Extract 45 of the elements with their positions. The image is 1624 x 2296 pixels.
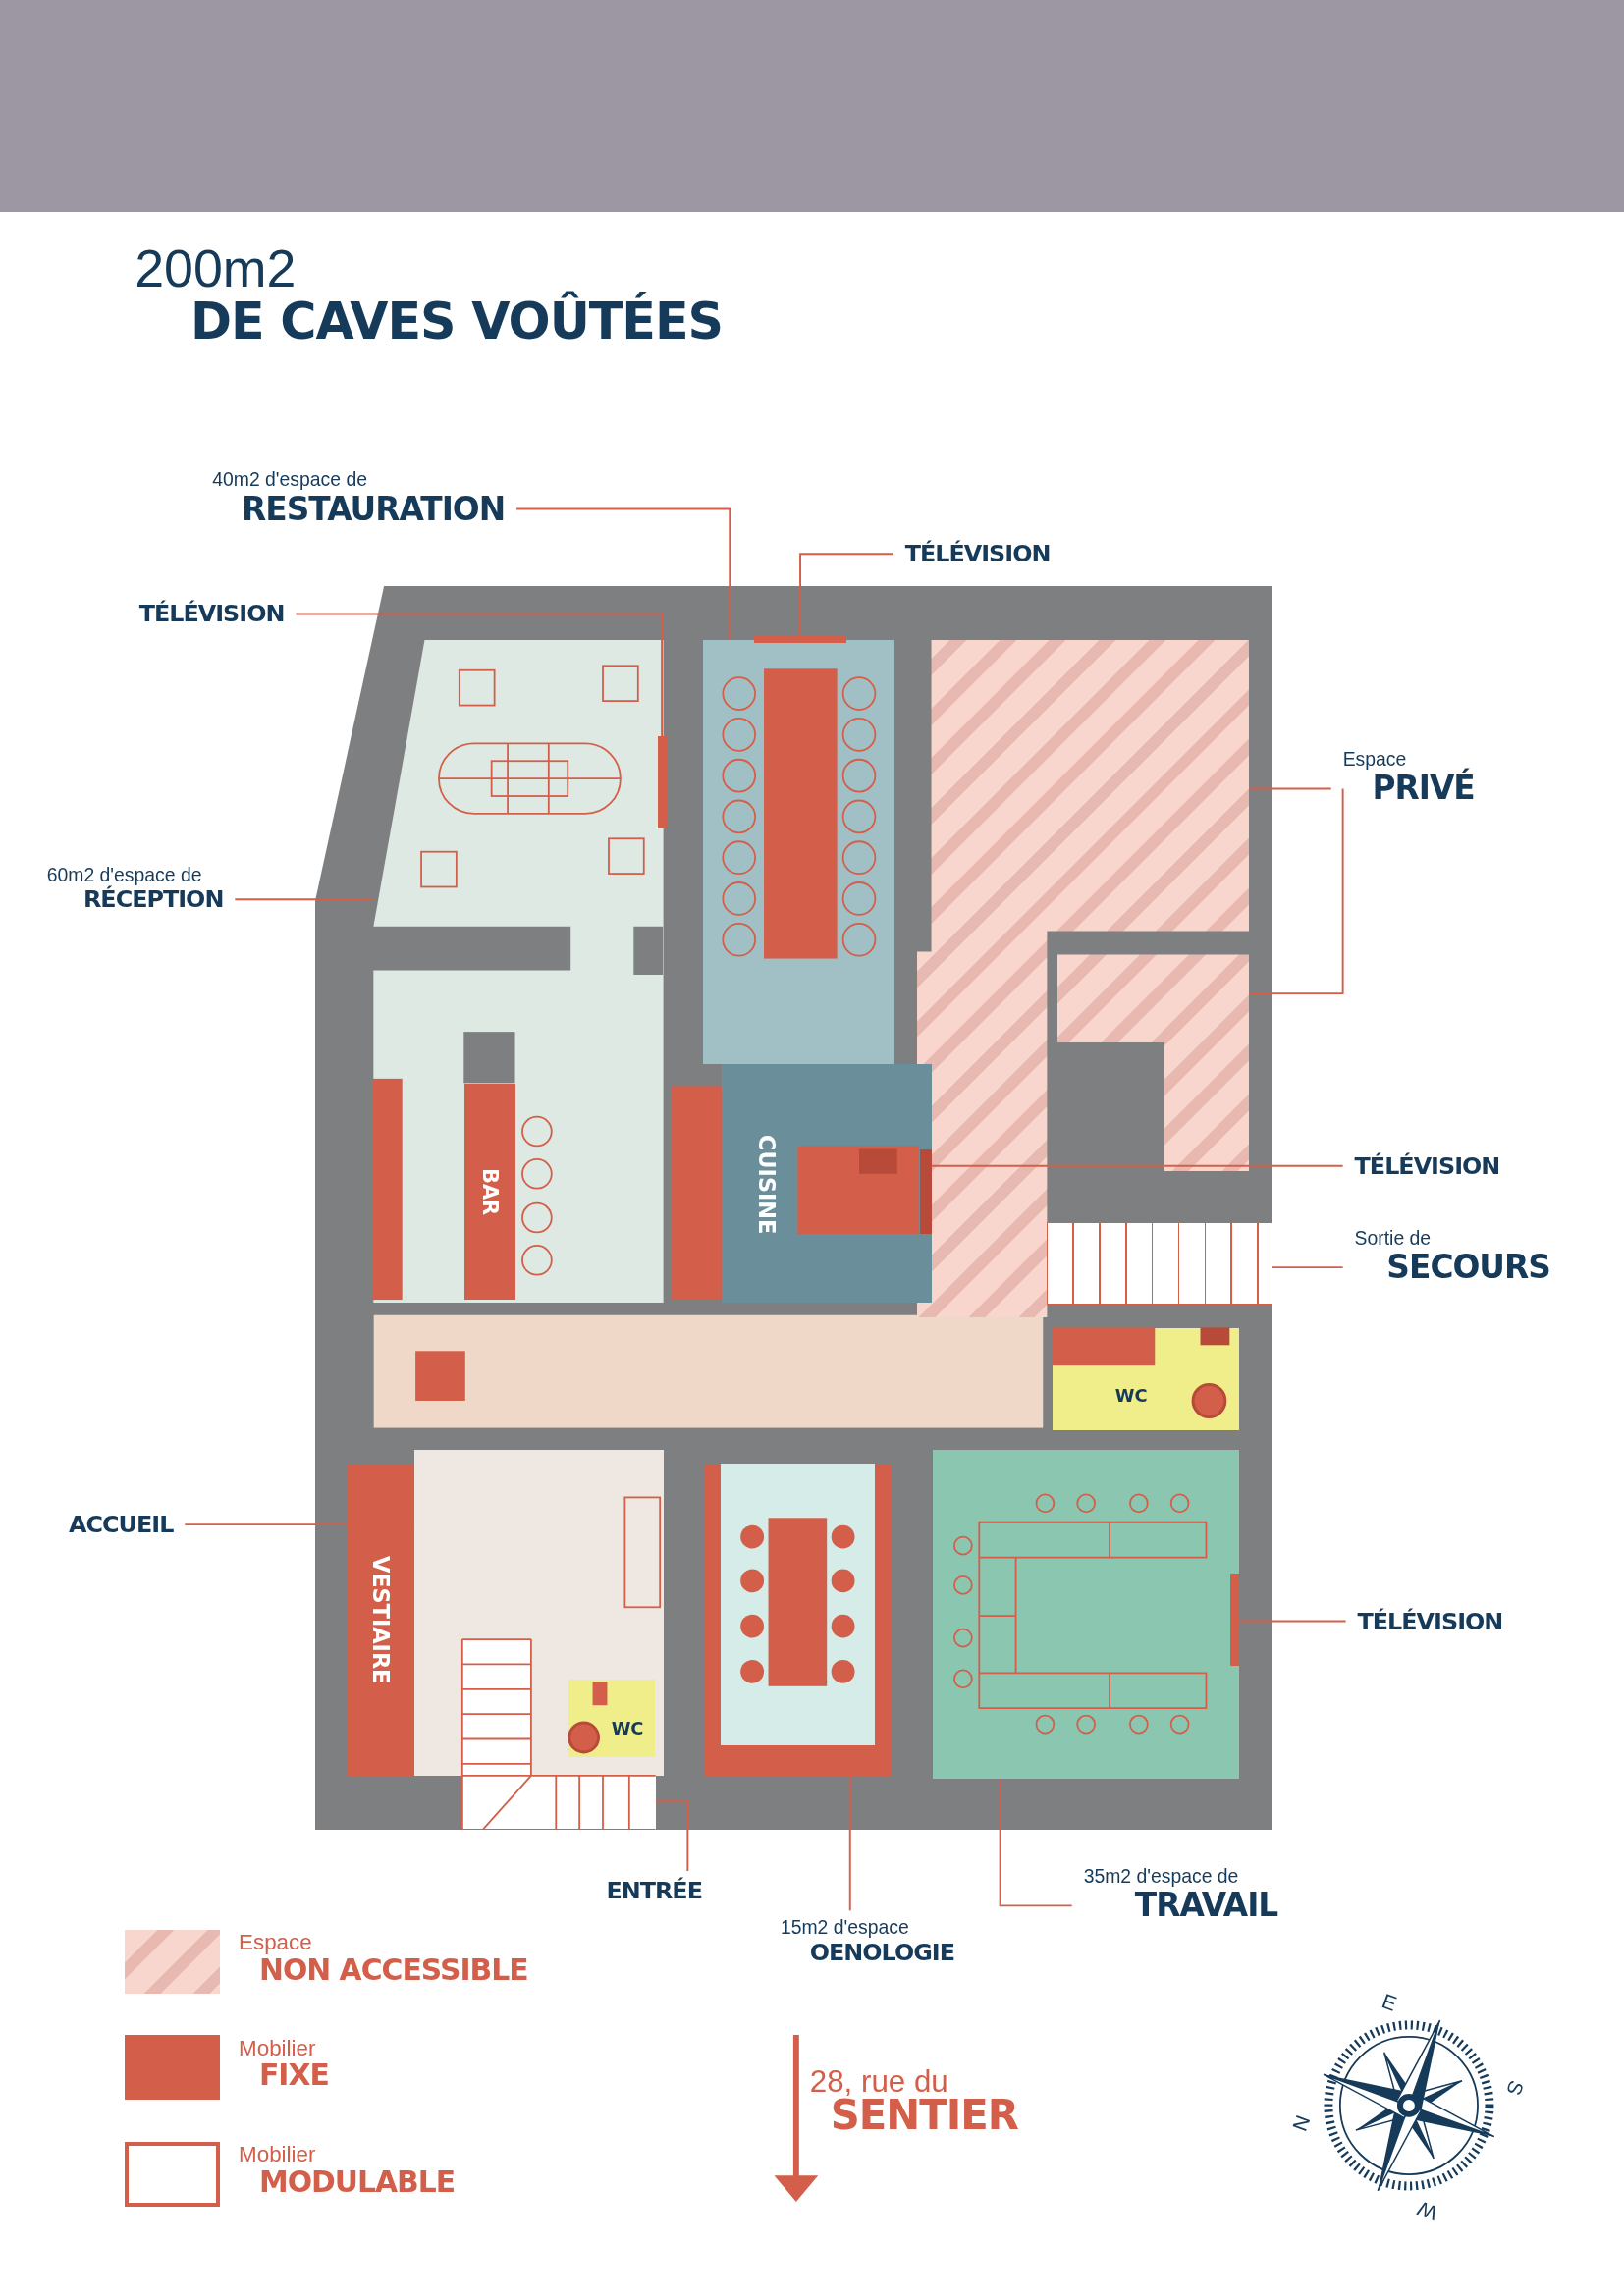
area-label: TÉLÉVISION bbox=[904, 540, 1051, 568]
area-label: RESTAURATION bbox=[242, 491, 506, 527]
leader-line bbox=[999, 1778, 1073, 1907]
area-caption: 35m2 d'espace de bbox=[1083, 1865, 1239, 1889]
area-label: TÉLÉVISION bbox=[1354, 1151, 1500, 1180]
leader-line bbox=[1272, 1266, 1344, 1269]
television-screen bbox=[754, 635, 847, 643]
leader-line bbox=[848, 1775, 851, 1912]
area-label: TÉLÉVISION bbox=[1357, 1607, 1503, 1635]
area-caption: Espace bbox=[1342, 748, 1407, 771]
leader-line bbox=[1248, 787, 1344, 995]
area-label: ACCUEIL bbox=[69, 1511, 174, 1539]
leader-line bbox=[930, 1164, 1344, 1167]
area-caption: Sortie de bbox=[1354, 1226, 1432, 1251]
leader-line bbox=[184, 1523, 416, 1526]
area-label: OENOLOGIE bbox=[809, 1939, 954, 1965]
bar-counter: BAR bbox=[463, 1083, 515, 1301]
compass-letter: S bbox=[1501, 2077, 1529, 2099]
area-label: TÉLÉVISION bbox=[138, 600, 285, 628]
leader-line bbox=[295, 613, 664, 738]
compass-letter: N bbox=[1288, 2111, 1316, 2134]
leader-line bbox=[1248, 787, 1332, 790]
area-label: RÉCEPTION bbox=[83, 886, 224, 913]
television-screen bbox=[657, 736, 667, 829]
television-screen bbox=[1229, 1574, 1239, 1667]
emergency-stairs bbox=[1047, 1222, 1273, 1305]
area-caption: 15m2 d'espace bbox=[780, 1916, 909, 1940]
legend-text: Mobilier FIXE bbox=[239, 2036, 329, 2091]
leader-line bbox=[1237, 1620, 1347, 1623]
legend-text: Espace NON ACCESSIBLE bbox=[239, 1931, 528, 1985]
leader-line bbox=[799, 553, 894, 637]
room-label: CUISINE bbox=[754, 1134, 781, 1235]
work-area bbox=[933, 1449, 1239, 1780]
cloakroom-counter: VESTIAIRE bbox=[347, 1464, 415, 1777]
leader-line bbox=[234, 898, 375, 901]
area-caption: 40m2 d'espace de bbox=[212, 468, 367, 492]
area-caption: 60m2 d'espace de bbox=[46, 863, 202, 885]
area-label: TRAVAIL bbox=[1134, 1888, 1278, 1924]
compass-letter: W bbox=[1414, 2196, 1440, 2225]
compass-letter: E bbox=[1379, 1989, 1400, 2016]
area-label: ENTRÉE bbox=[606, 1877, 702, 1904]
legend-text: Mobilier MODULABLE bbox=[239, 2143, 456, 2198]
area-label: SECOURS bbox=[1386, 1250, 1550, 1286]
leader-line bbox=[515, 507, 731, 641]
leader-line bbox=[655, 1800, 689, 1872]
